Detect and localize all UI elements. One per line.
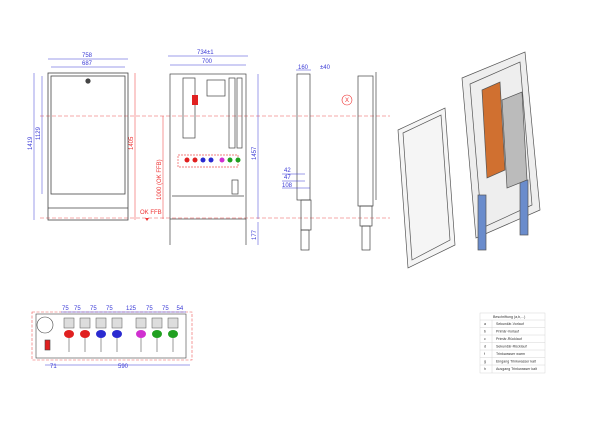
legend-row-label: Primär-Vorlauf <box>496 330 519 334</box>
dim-manifold-spacing: 54 <box>177 306 184 312</box>
dim-manifold-spacing: 75 <box>62 306 69 312</box>
dim-manifold-spacing: 75 <box>74 306 81 312</box>
dim-manifold-length: 590 <box>118 364 129 370</box>
manifold-connectors <box>63 317 179 352</box>
legend-row-label: Sekundär-Rücklauf <box>496 345 527 349</box>
connector-icon <box>112 330 122 338</box>
dim-manifold-offset: 71 <box>50 364 57 370</box>
dim-manifold-spacing: 75 <box>90 306 97 312</box>
legend-row-label: Sekundär-Vorlauf <box>496 322 524 326</box>
connector-icon <box>208 157 214 163</box>
valve-body <box>79 317 91 329</box>
dim-open-mount-height: 1000 (OK FFB) <box>157 159 163 200</box>
connector-icon <box>136 330 146 338</box>
pump-icon <box>192 95 198 105</box>
manifold-dims: 75 75 75 75 125 75 75 54 <box>61 306 186 313</box>
dim-manifold-spacing: 75 <box>106 306 113 312</box>
connector-icon <box>96 330 106 338</box>
legend-row-key: d <box>484 345 486 349</box>
dim-front-width-outer: 758 <box>82 53 93 59</box>
side-view <box>296 72 377 251</box>
connector-icon <box>168 330 178 338</box>
legend-title: Beschriftung (a,b,...) <box>493 315 525 319</box>
legend-row-key: b <box>484 330 486 334</box>
front-dims <box>33 58 128 220</box>
legend-table <box>479 312 546 374</box>
valve-body <box>135 317 147 329</box>
valve-body <box>63 317 75 329</box>
detail-marker-label: X <box>345 98 349 104</box>
detail-marker <box>341 94 353 106</box>
dim-side-depth: 160 <box>298 65 309 71</box>
dim-side-47: 47 <box>284 175 291 181</box>
legend-row-key: h <box>484 367 486 371</box>
dim-front-height-door: 1129 <box>36 126 42 140</box>
dim-manifold-spacing: 75 <box>146 306 153 312</box>
valve-body <box>167 317 179 329</box>
open-dims <box>168 55 259 245</box>
dim-side-108: 108 <box>282 183 293 189</box>
legend-row-label: Ausgang Trinkwasser kalt <box>496 367 537 371</box>
dim-front-width-inner: 687 <box>82 61 93 67</box>
dim-side-offset: ±40 <box>320 65 331 71</box>
dim-open-width-inner: 700 <box>202 59 213 65</box>
dim-open-foot: 177 <box>252 229 258 240</box>
connector-icon <box>152 330 162 338</box>
dim-front-height-outer: 1419 <box>28 136 34 150</box>
connector-icon <box>235 157 241 163</box>
connector-icon <box>80 330 90 338</box>
legend-row-key: a <box>484 322 486 326</box>
dim-manifold-spacing: 75 <box>162 306 169 312</box>
front-view <box>47 72 129 221</box>
legend-row-key: g <box>484 360 486 364</box>
connector-icon <box>200 157 206 163</box>
isometric-view <box>397 51 541 269</box>
connector-icon <box>64 330 74 338</box>
legend-row-key: f <box>484 352 485 356</box>
manifold-view <box>31 311 193 361</box>
valve-body <box>95 317 107 329</box>
valve-body <box>111 317 123 329</box>
floor-marker-icon <box>145 218 149 221</box>
reference-lines <box>40 115 390 219</box>
connector-icon <box>219 157 225 163</box>
legend-row-label: Trinkwasser warm <box>496 352 525 356</box>
valve-body <box>151 317 163 329</box>
dim-open-width-outer: 734±1 <box>197 50 214 56</box>
open-view-connectors <box>184 157 241 163</box>
legend-row-label: Primär-Rücklauf <box>496 337 522 341</box>
open-view <box>169 73 247 245</box>
dim-side-42: 42 <box>284 168 291 174</box>
legend-row-label: Eingang Trinkwasser kalt <box>496 360 536 364</box>
floor-label: OK FFB <box>140 210 162 216</box>
legend-row-key: c <box>484 337 486 341</box>
connector-icon <box>227 157 233 163</box>
dim-open-height-total: 1457 <box>252 146 258 160</box>
connector-icon <box>184 157 190 163</box>
dim-manifold-spacing: 125 <box>126 306 137 312</box>
dim-front-height-total: 1405 <box>129 136 135 150</box>
connector-icon <box>192 157 198 163</box>
